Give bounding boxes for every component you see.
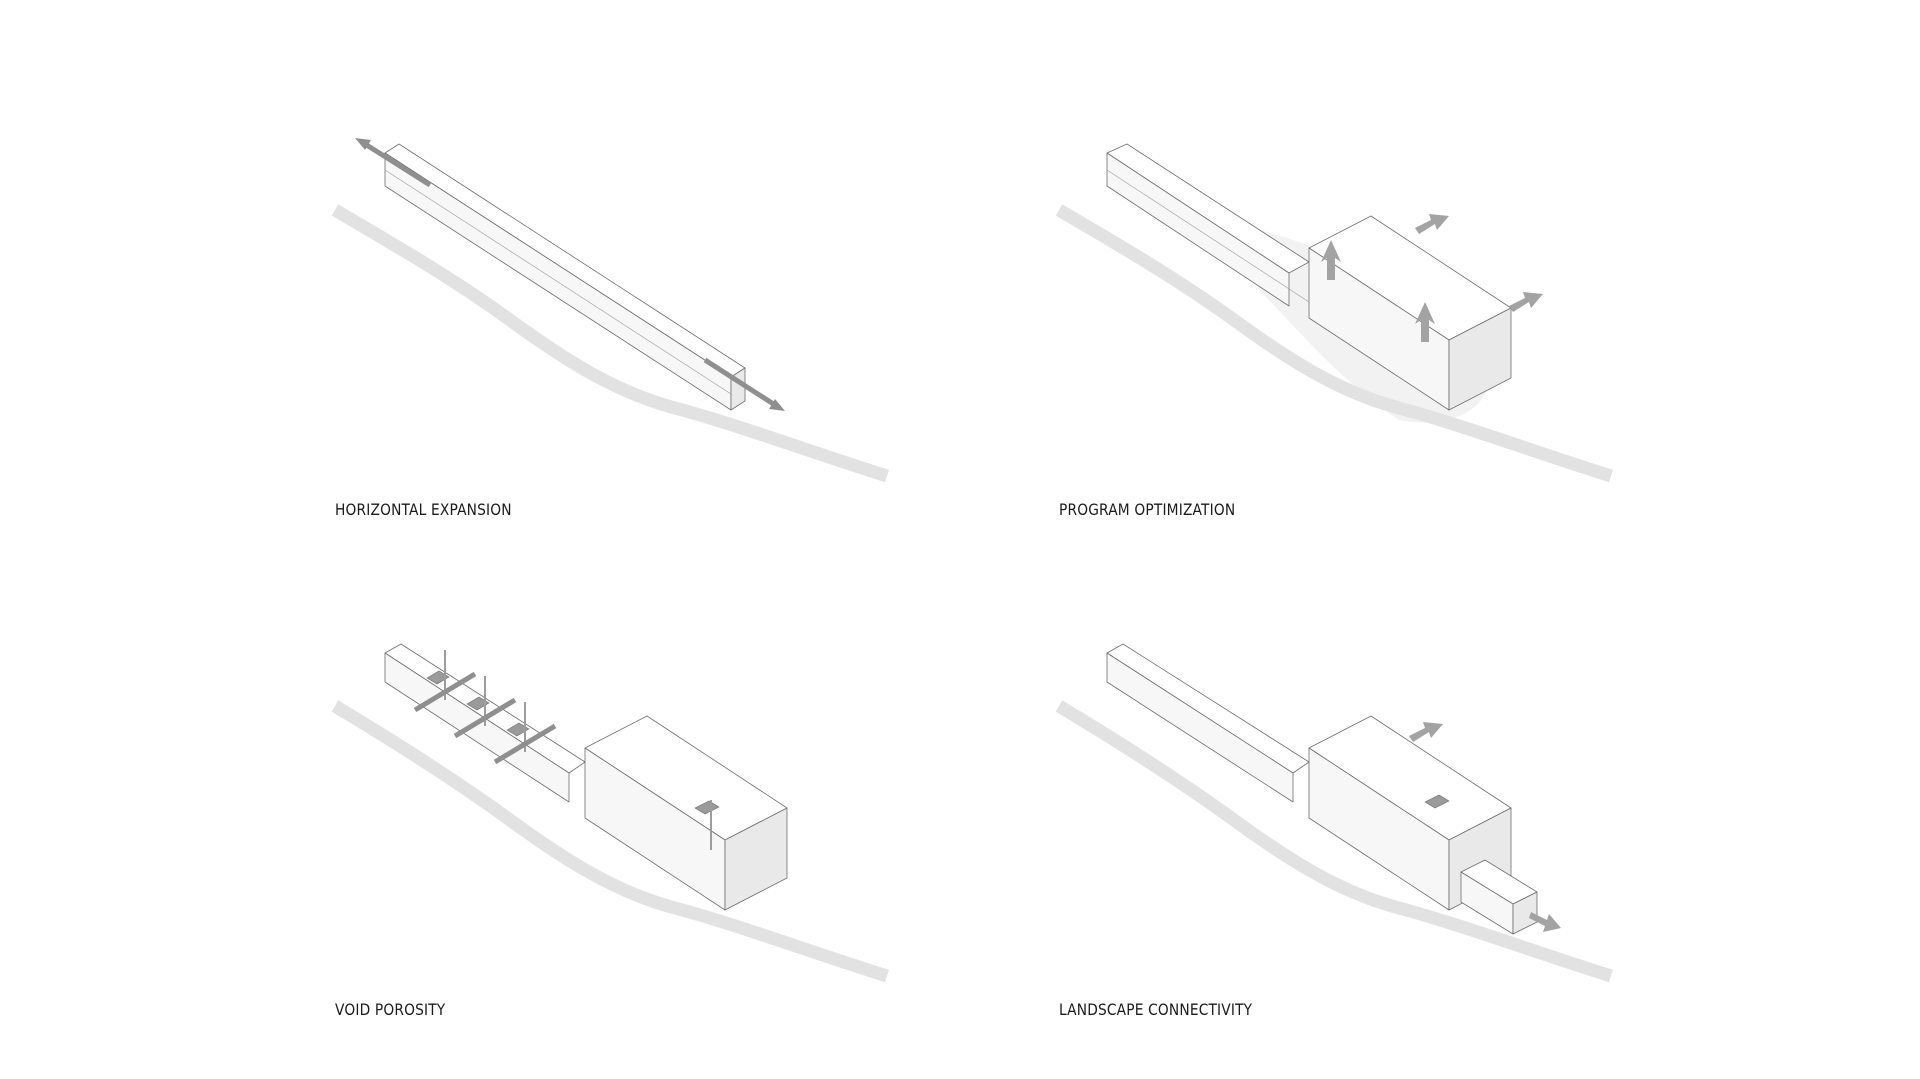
side-arrow-2 (1509, 292, 1543, 312)
bar-side (1106, 652, 1294, 803)
diagram-void-porosity (331, 643, 889, 983)
expand-arrow-right-line (703, 357, 777, 408)
diagram-horizontal-expansion (331, 138, 889, 483)
void-2 (466, 696, 490, 711)
diagram-landscape-connectivity (1055, 643, 1613, 983)
caption-void-porosity: VOID POROSITY (335, 1000, 446, 1019)
void (1424, 794, 1450, 809)
expand-arrow-right-head (769, 399, 785, 411)
bar-edge (1106, 169, 1310, 303)
side-arrow-1 (1409, 722, 1443, 742)
panel-landscape-connectivity: LANDSCAPE CONNECTIVITY (1055, 630, 1619, 1050)
exit-arrow (1529, 912, 1561, 932)
ground-line (331, 700, 889, 983)
void-4 (694, 800, 720, 815)
bar-side (384, 152, 732, 411)
expand-arrow-left-line (363, 141, 432, 188)
void-1 (426, 670, 450, 685)
caption-landscape-connectivity: LANDSCAPE CONNECTIVITY (1059, 1000, 1253, 1019)
block-end (1448, 307, 1512, 411)
cross-arrow-2 (453, 697, 517, 739)
side-arrow-1 (1415, 214, 1449, 234)
expand-arrow-left-head (355, 138, 371, 150)
bar-side (384, 652, 570, 803)
up-arrow-2 (1415, 302, 1435, 342)
ground-line (1055, 700, 1613, 983)
bar-top (384, 143, 746, 378)
panel-void-porosity: VOID POROSITY (331, 630, 895, 1050)
panel-horizontal-expansion: HORIZONTAL EXPANSION (331, 130, 895, 550)
ground-line (331, 204, 889, 483)
up-arrow-1 (1321, 240, 1341, 280)
panel-program-optimization: PROGRAM OPTIMIZATION (1055, 130, 1619, 550)
block-end (724, 807, 788, 911)
cross-arrow-1 (413, 671, 477, 713)
bar-edge (384, 169, 732, 395)
caption-program-optimization: PROGRAM OPTIMIZATION (1059, 500, 1236, 519)
ground-line (1055, 204, 1613, 483)
diagram-program-optimization (1055, 143, 1613, 483)
caption-horizontal-expansion: HORIZONTAL EXPANSION (335, 500, 512, 519)
cross-arrow-3 (493, 723, 557, 765)
void-3 (506, 722, 530, 737)
